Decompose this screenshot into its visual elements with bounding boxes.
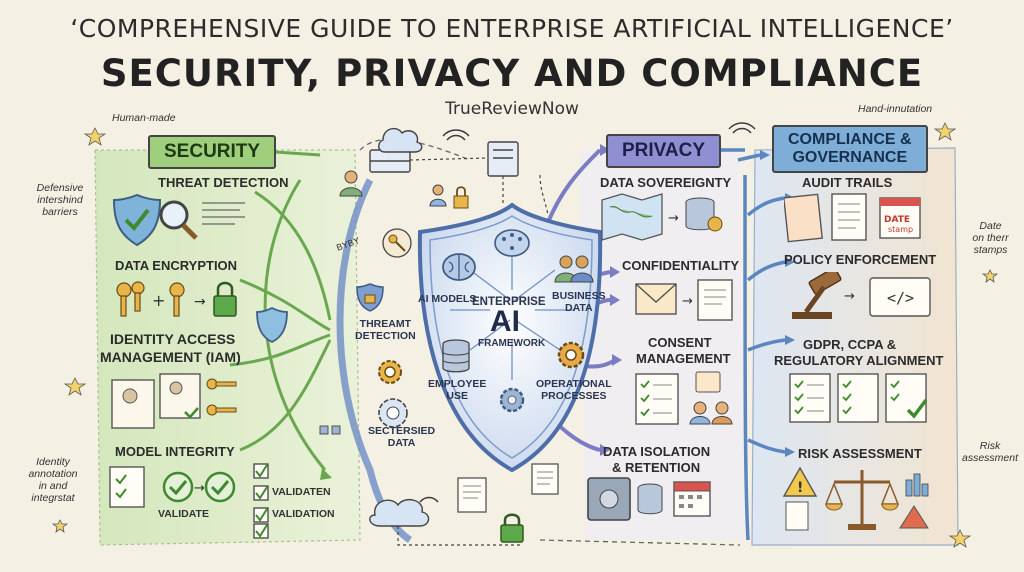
ai-models-label: AI MODELS — [418, 293, 477, 305]
svg-text:+: + — [152, 291, 165, 310]
audit-docs-icon: DATE stamp — [784, 193, 921, 243]
document-icon — [457, 477, 487, 513]
svg-text:!: ! — [797, 480, 803, 496]
svg-text:→: → — [682, 294, 693, 309]
users-lock-icon — [429, 184, 469, 209]
risk-scales-icon: ! — [782, 466, 929, 531]
page-title-line-2: SECURITY, PRIVACY AND COMPLIANCE — [100, 52, 924, 95]
note-human-made: Human-made — [112, 112, 176, 124]
consent-form-icon — [635, 371, 733, 425]
framework-label: FRAMEWORK — [478, 338, 546, 349]
consent-label-line-2: MANAGEMENT — [636, 351, 731, 366]
safe-database-calendar-icon — [587, 477, 711, 521]
center-lock-shield-icon — [356, 283, 384, 312]
date-stamp-text: DATE — [884, 215, 910, 225]
gdpr-label-line-1: GDPR, CCPA & — [803, 337, 897, 352]
data-sovereignty-label: DATA SOVEREIGNTY — [600, 175, 732, 190]
cog-icon — [499, 387, 525, 413]
id-cards-keys-icon — [111, 373, 237, 429]
data-isolation-label-line-1: DATA ISOLATION — [603, 444, 711, 459]
consent-label-line-1: CONSENT — [648, 335, 712, 350]
data-isolation-label-line-2: & RETENTION — [612, 460, 701, 475]
confidentiality-label: CONFIDENTIALITY — [622, 258, 739, 273]
gear-icon — [557, 341, 585, 369]
validation-label-1: VALIDATEN — [272, 486, 331, 498]
database-icon — [442, 339, 470, 373]
envelope-doc-icon: → — [635, 279, 733, 321]
page-title-line-1: ‘COMPREHENSIVE GUIDE TO ENTERPRISE ARTIF… — [70, 14, 954, 43]
data-encryption-label: DATA ENCRYPTION — [115, 258, 238, 273]
gavel-code-icon: → </> — [792, 272, 931, 319]
brand-name: TrueReviewNow — [445, 99, 579, 119]
svg-text:→: → — [844, 289, 855, 304]
person-icon — [339, 170, 363, 197]
stamp-text: stamp — [888, 225, 913, 234]
shield-magnifier-icon — [112, 193, 198, 247]
center-data-gear-icon — [378, 398, 408, 428]
validation-label-2: VALIDATION — [272, 508, 335, 520]
svg-text:→: → — [194, 294, 206, 310]
threat-detection-label: THREAT DETECTION — [158, 175, 289, 190]
iam-label-line-2: MANAGEMENT (IAM) — [100, 349, 241, 365]
keys-lock-icon: + → — [116, 281, 237, 317]
svg-text:</>: </> — [887, 289, 914, 307]
network-brain-icon — [494, 229, 530, 257]
iam-label-line-1: IDENTITY ACCESS — [110, 331, 236, 347]
validate-label: VALIDATE — [158, 508, 209, 520]
map-database-icon: → — [601, 193, 723, 241]
small-shield-icon — [256, 306, 288, 344]
gdpr-label-line-2: REGULATORY ALIGNMENT — [774, 353, 944, 368]
regulatory-checklists-icon — [789, 373, 928, 423]
center-gear-icon — [378, 360, 402, 384]
padlock-icon — [500, 513, 524, 543]
brain-icon — [442, 253, 476, 281]
threat-log-lines-icon — [202, 202, 245, 225]
ai-label: AI — [490, 305, 520, 338]
file-icon — [531, 463, 559, 495]
note-hand-annotation: Hand-innutation — [858, 103, 933, 115]
key-icon — [382, 228, 412, 258]
policy-enforcement-label: POLICY ENFORCEMENT — [784, 252, 937, 267]
compliance-heading: COMPLIANCE &GOVERNANCE — [772, 125, 928, 173]
people-icon — [554, 255, 594, 283]
svg-text:→: → — [194, 481, 205, 496]
model-integrity-label: MODEL INTEGRITY — [115, 444, 235, 459]
model-checklist-icon: → — [109, 466, 236, 508]
security-heading: SECURITY — [148, 135, 277, 169]
tiny-locks-icon — [319, 425, 341, 435]
svg-text:→: → — [668, 211, 679, 226]
enterprise-label: ENTERPRISE — [472, 296, 546, 308]
risk-assessment-label: RISK ASSESSMENT — [798, 446, 922, 461]
audit-trails-label: AUDIT TRAILS — [802, 175, 893, 190]
validation-checkboxes-icon — [253, 463, 269, 539]
privacy-heading: PRIVACY — [606, 134, 722, 168]
